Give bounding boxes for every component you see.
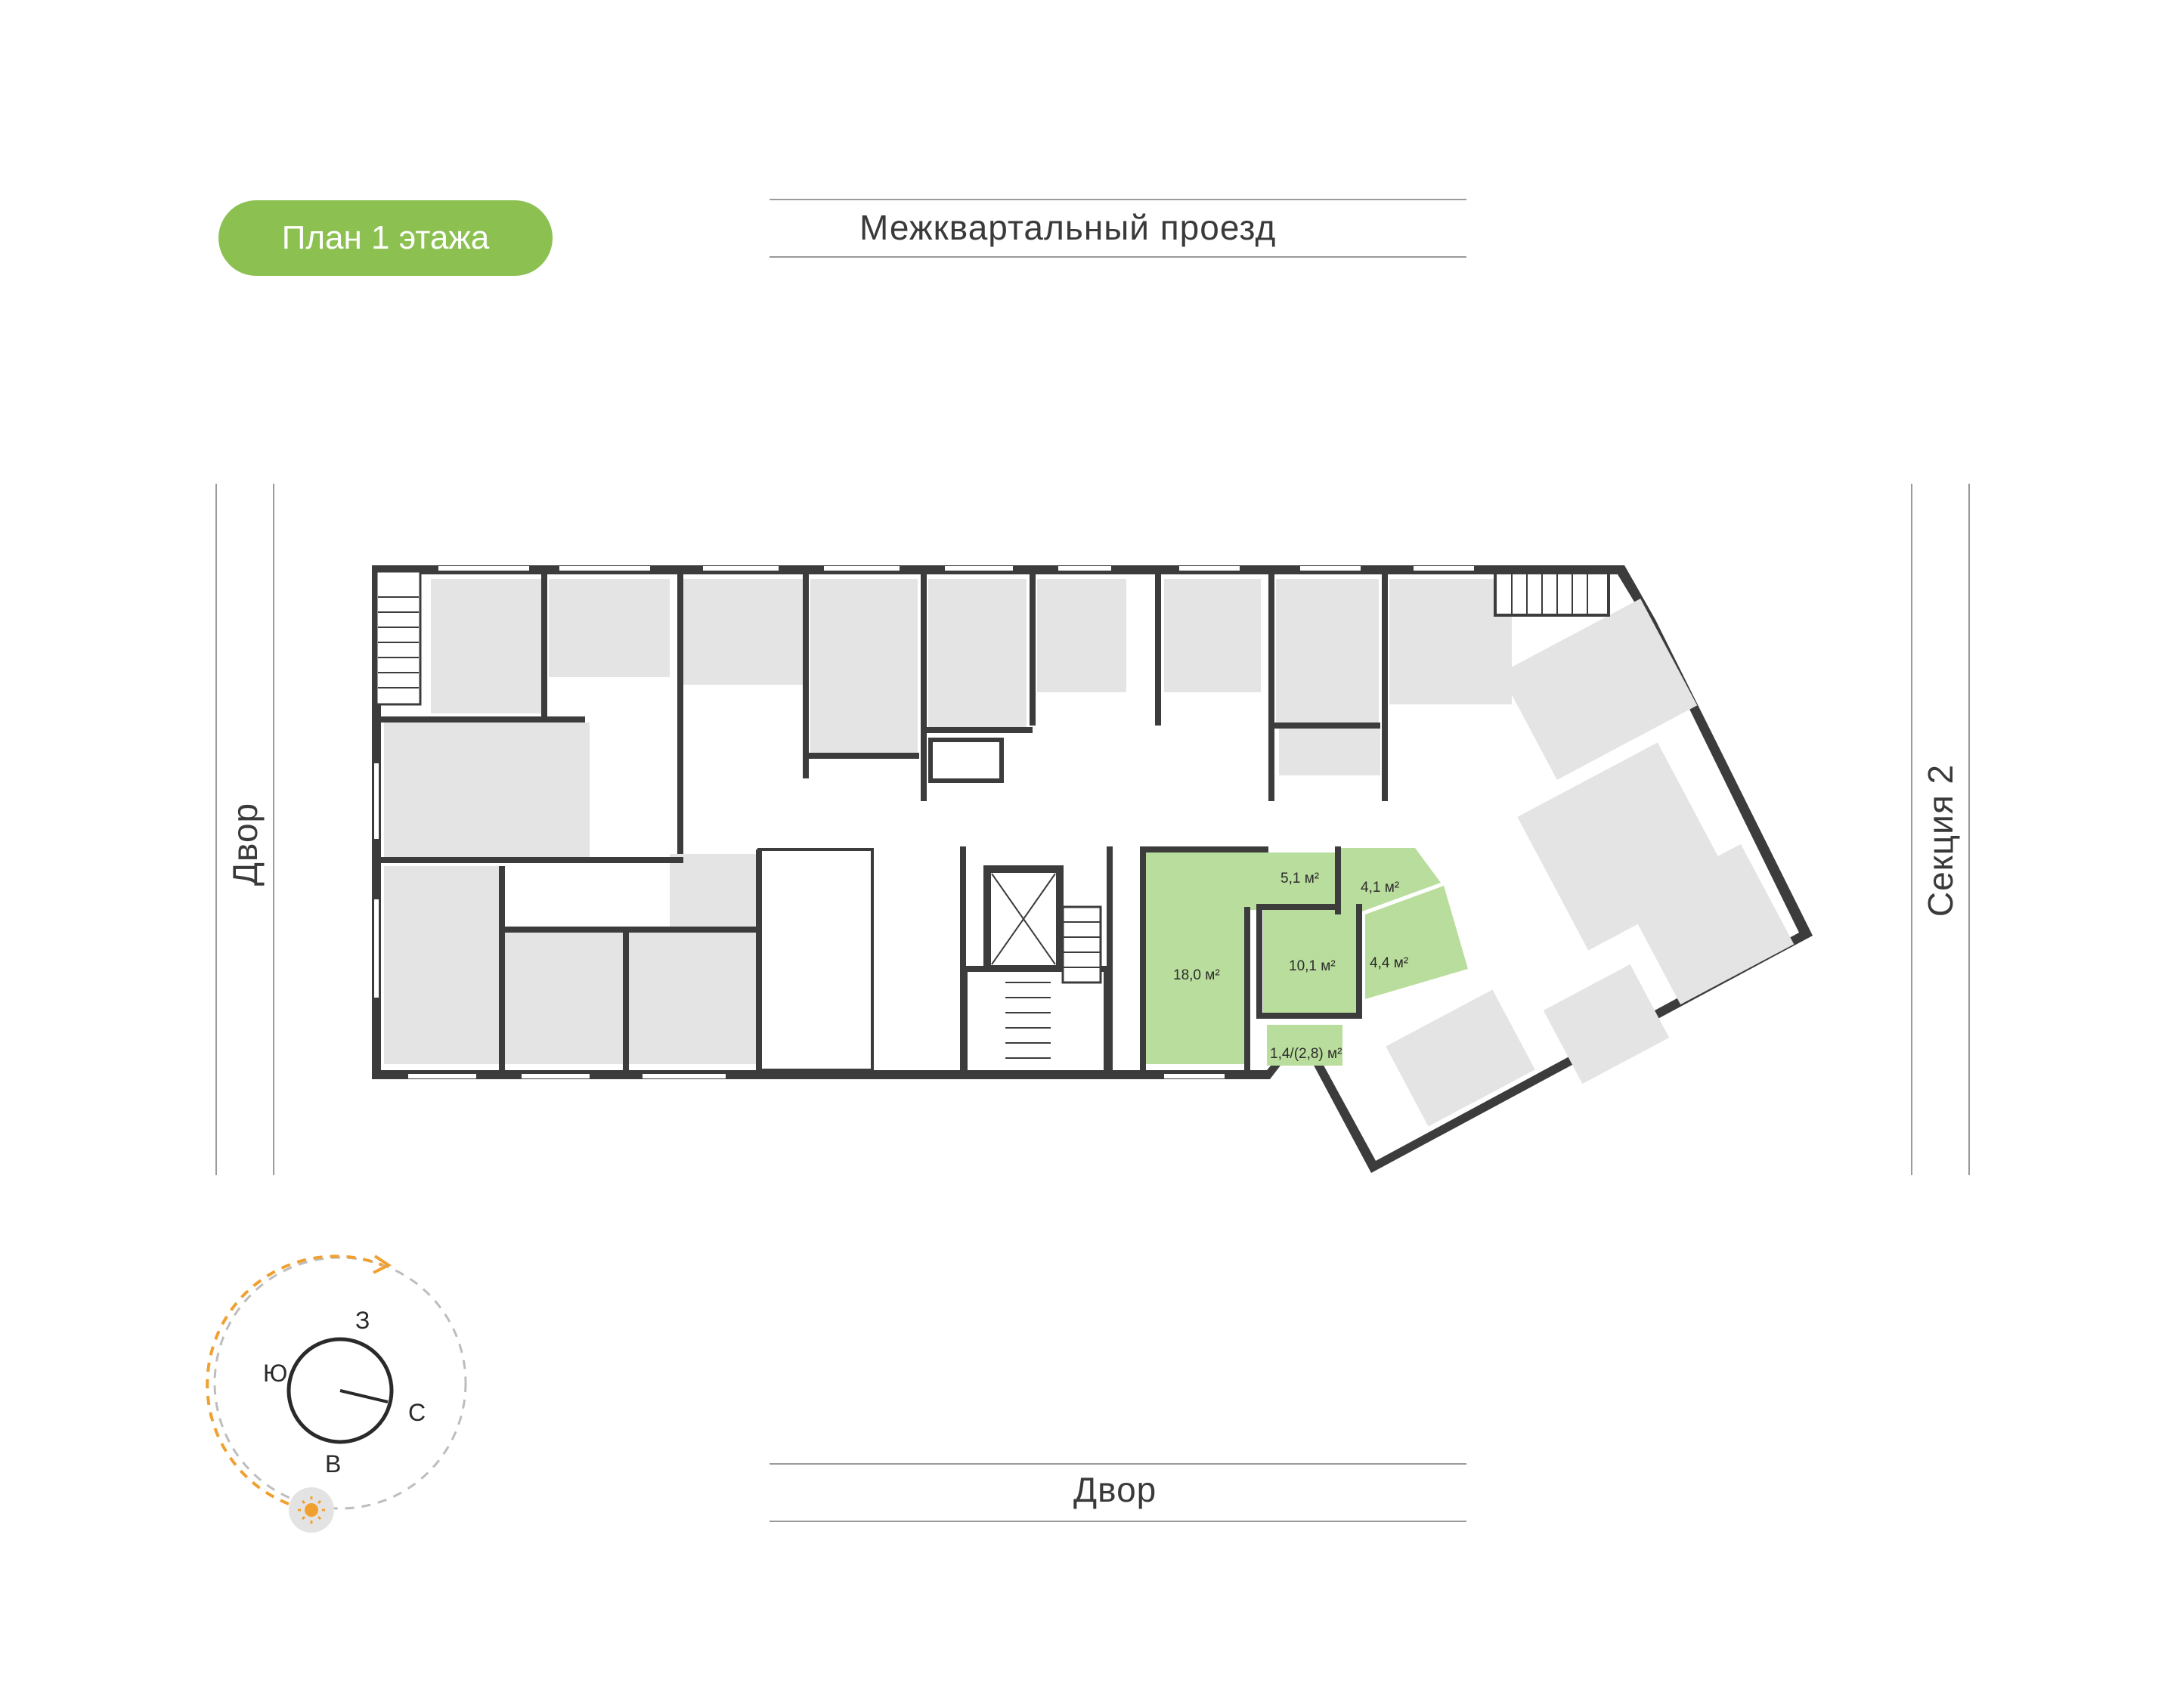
area-hall: 4,4 м²: [1370, 955, 1408, 971]
elevator-stair-core: [962, 865, 1110, 1076]
sun-icon: [289, 1487, 334, 1533]
area-living: 18,0 м²: [1173, 967, 1220, 983]
central-corridor: [680, 798, 1459, 1072]
rooms-left-wing: [384, 722, 757, 1064]
area-balcony: 1,4/(2,8) м²: [1270, 1046, 1342, 1062]
room-balcony-fill: [1267, 1025, 1342, 1066]
sun-path-arc: [206, 1255, 383, 1505]
windows: [374, 566, 1474, 1078]
compass: З Ю С В: [206, 1255, 467, 1533]
floor-title-badge: План 1 этажа: [218, 200, 553, 276]
room-bathroom-fill: [1338, 848, 1441, 911]
rooms-right-wing: [1386, 742, 1795, 1127]
sun-direction-arrow-icon: [373, 1255, 392, 1274]
sun-path-ring: [213, 1256, 467, 1510]
compass-north-label: С: [408, 1399, 426, 1426]
compass-needle: [339, 1389, 389, 1403]
area-corridor: 5,1 м²: [1280, 871, 1319, 886]
street-bottom-label: Двор: [1073, 1470, 1157, 1509]
rooms-top-row: [431, 579, 1698, 780]
stair-left: [375, 570, 422, 706]
compass-east-label: В: [325, 1450, 341, 1477]
street-top-label: Межквартальный проезд: [859, 208, 1277, 247]
stair-right: [1494, 571, 1610, 617]
compass-west-label: З: [355, 1307, 370, 1334]
compass-dial: [286, 1337, 394, 1444]
area-bathroom: 4,1 м²: [1361, 880, 1399, 896]
room-bedroom-fill: [1263, 910, 1357, 1016]
room-hall-fill: [1365, 886, 1468, 999]
highlighted-apartment: 18,0 м² 5,1 м² 4,1 м² 10,1 м² 4,4 м² 1,4…: [1140, 846, 1468, 1070]
room-corridor-fill: [1246, 852, 1337, 910]
room-living-fill: [1145, 852, 1246, 1064]
compass-south-label: Ю: [263, 1360, 287, 1387]
internal-walls: [381, 574, 1388, 1073]
area-bedroom: 10,1 м²: [1289, 958, 1336, 974]
